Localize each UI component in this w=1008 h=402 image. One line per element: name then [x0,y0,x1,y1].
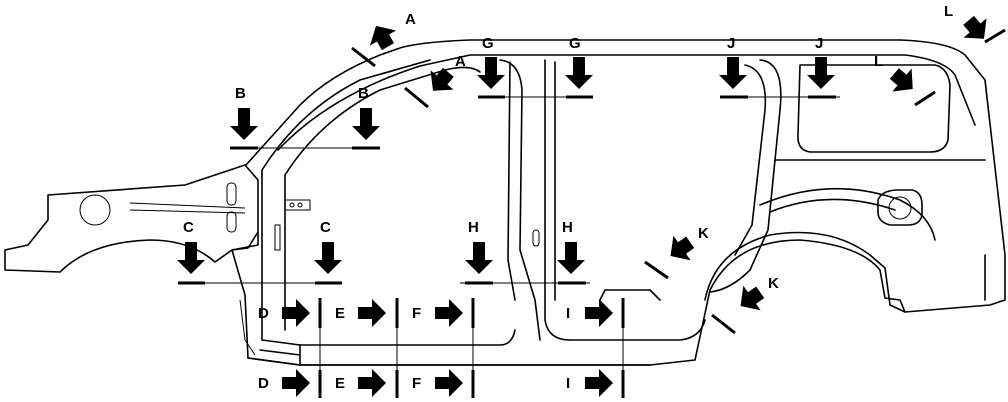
label-i-lower: I [566,375,570,392]
label-k-lower: K [768,275,779,292]
section-mark-l-top [984,28,1006,44]
label-k-upper: K [698,225,709,242]
label-e-lower: E [335,375,345,392]
label-a-upper: A [405,11,416,28]
label-e-upper: E [335,305,345,322]
arrow-down-b-right [352,108,380,140]
label-h-right: H [562,219,573,236]
label-l-upper: L [944,3,953,20]
arrow-right-i-upper [585,299,613,327]
arrow-down-j-left [719,57,747,89]
arrow-down-h-left [465,242,493,274]
arrow-right-f-lower [435,369,463,397]
label-f-upper: F [412,305,421,322]
arrow-down-c-right [314,242,342,274]
label-i-upper: I [566,305,570,322]
arrow-right-d-lower [282,369,310,397]
label-g-right: G [569,35,581,52]
arrow-diag-l-lower [889,68,913,92]
arrow-diag-a-lower [430,67,454,91]
label-j-left: J [727,35,735,52]
arrow-down-g-right [565,57,593,89]
label-c-right: C [320,219,331,236]
section-mark-a-bottom [404,86,429,109]
arrow-right-i-lower [585,369,613,397]
label-d-upper: D [258,305,269,322]
arrow-diag-k-upper [670,235,695,261]
arrow-down-h-right [557,242,585,274]
arrow-right-d-upper [282,299,310,327]
label-l-lower: L [874,53,883,70]
vehicle-body-side-outline [4,39,1006,366]
label-g-left: G [482,35,494,52]
label-b-right: B [358,85,369,102]
arrow-right-e-upper [358,299,386,327]
section-mark-l-bottom [914,90,936,107]
label-b-left: B [235,85,246,102]
label-d-lower: D [258,375,269,392]
arrow-right-f-upper [435,299,463,327]
label-h-left: H [468,219,479,236]
arrow-diag-a-upper [370,25,396,51]
section-mark-k-top [644,260,669,280]
arrow-down-c-left [177,242,205,274]
label-a-lower: A [455,53,466,70]
section-mark-a-top [351,46,376,68]
label-j-right: J [815,35,823,52]
arrow-down-g-left [477,57,505,89]
label-c-left: C [183,219,194,236]
arrow-diag-l-upper [963,15,987,39]
arrow-right-e-lower [358,369,386,397]
section-marks [178,28,1006,398]
label-f-lower: F [412,375,421,392]
view-direction-arrows [177,15,987,397]
section-labels: A A B B C C D D E E F F G G H H I I J J … [183,3,953,392]
arrow-down-b-left [230,108,258,140]
arrow-down-j-right [807,57,835,89]
section-mark-k-bottom [711,313,736,335]
arrow-diag-k-lower [740,285,765,311]
